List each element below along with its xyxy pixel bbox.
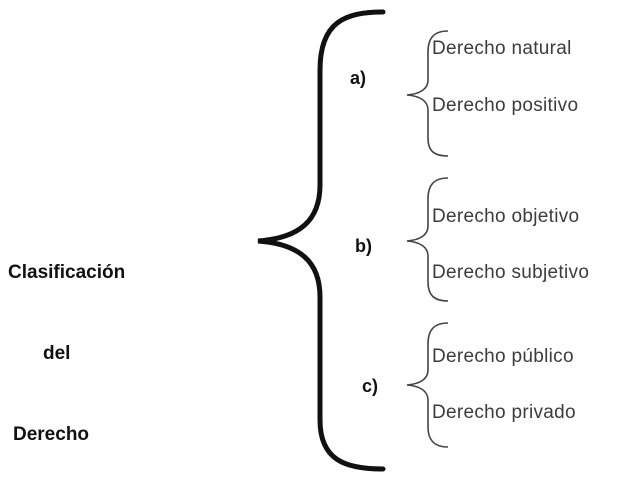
root-label-line: del: [43, 343, 71, 364]
main-brace: [257, 9, 386, 472]
group-letter-b: b): [355, 236, 372, 256]
item-derecho-natural: Derecho natural: [432, 38, 572, 59]
root-label-line: Derecho: [13, 424, 90, 445]
root-label: Clasificación del Derecho: [6, 205, 156, 502]
item-derecho-positivo: Derecho positivo: [432, 95, 579, 116]
item-derecho-publico: Derecho público: [432, 346, 574, 367]
brace-b: [406, 177, 449, 302]
braces-graphic: [257, 9, 449, 472]
root-label-line: Clasificación: [8, 262, 126, 283]
brace-c: [406, 322, 449, 448]
item-derecho-subjetivo: Derecho subjetivo: [432, 262, 590, 283]
group-letter-a: a): [350, 68, 367, 88]
group-letter-c: c): [362, 376, 379, 396]
item-derecho-privado: Derecho privado: [432, 402, 576, 423]
brace-a: [406, 30, 449, 157]
item-derecho-objetivo: Derecho objetivo: [432, 206, 580, 227]
